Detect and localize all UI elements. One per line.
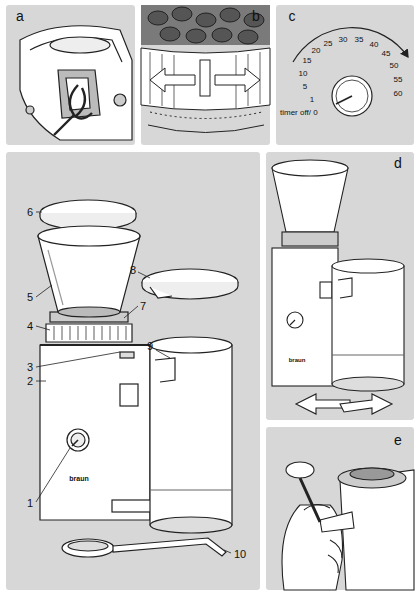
panel-backgrounds <box>6 5 414 590</box>
timer-scale-number: 20 <box>312 47 321 55</box>
timer-scale-number: 60 <box>394 90 403 98</box>
timer-scale-number: 5 <box>303 83 307 91</box>
timer-scale-number: 50 <box>390 62 399 70</box>
callout-number: 3 <box>27 362 33 373</box>
timer-scale-number: 10 <box>299 70 308 78</box>
timer-scale-number: 25 <box>324 40 333 48</box>
panel-letter: c <box>289 9 296 23</box>
panel-letter: e <box>394 433 402 447</box>
callout-number: 5 <box>27 292 33 303</box>
callout-number: 1 <box>27 498 33 509</box>
brand-logo: braun <box>69 475 88 482</box>
callout-number: 4 <box>27 321 33 332</box>
timer-scale-number: 15 <box>303 57 312 65</box>
grind-setting-closeup <box>141 5 270 133</box>
callout-number: 6 <box>27 207 33 218</box>
panel-letter: a <box>16 9 24 23</box>
timer-dial <box>293 28 408 116</box>
timer-scale-number: 55 <box>394 76 403 84</box>
panel-letter: d <box>394 156 402 170</box>
timer-scale-number: 40 <box>370 41 379 49</box>
timer-scale-number: 35 <box>355 36 364 44</box>
timer-scale-number: 1 <box>310 96 314 104</box>
filling-with-spoon <box>282 462 414 590</box>
cord-storage-closeup <box>20 26 132 140</box>
timer-scale-label: timer off/ 0 <box>280 109 318 117</box>
panel-letter: b <box>252 9 260 23</box>
brand-logo: braun <box>289 357 306 363</box>
callout-number: 8 <box>130 265 136 276</box>
grinder-main <box>38 200 238 557</box>
timer-scale-number: 30 <box>339 36 348 44</box>
container-removal <box>272 160 404 414</box>
leader-lines <box>36 212 231 553</box>
timer-scale-number: 45 <box>382 50 391 58</box>
callout-number: 10 <box>234 549 246 560</box>
callout-number: 9 <box>147 341 153 352</box>
callout-number: 2 <box>27 376 33 387</box>
callout-number: 7 <box>140 301 146 312</box>
